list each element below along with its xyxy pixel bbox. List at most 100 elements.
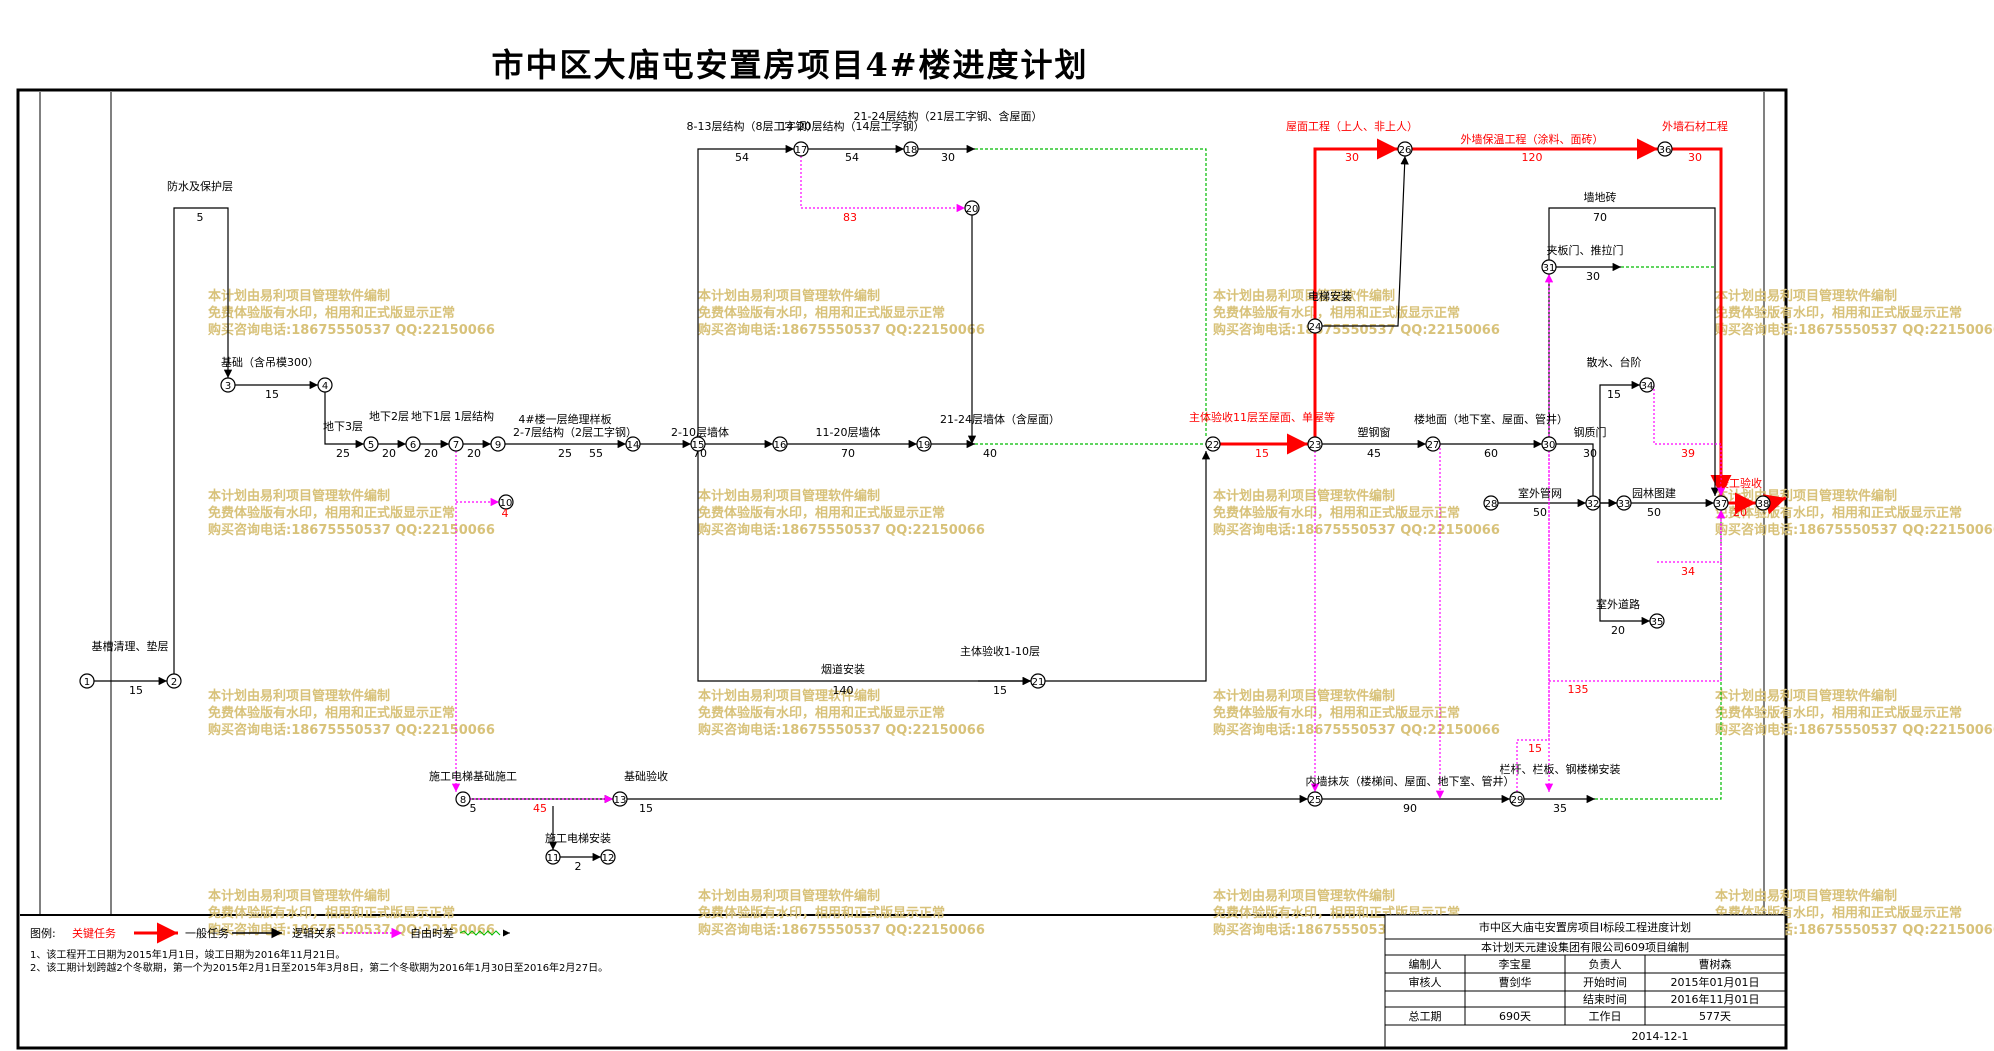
node-32: 32 [1585, 495, 1601, 511]
watermark-text: 本计划由易利项目管理软件编制 [698, 688, 880, 704]
node-circle [1755, 495, 1771, 511]
node-31: 31 [1541, 259, 1557, 275]
node-circle [1657, 141, 1673, 157]
watermark-text: 免费体验版有水印，相用和正式版显示正常 [208, 305, 455, 321]
node-20: 20 [964, 200, 980, 216]
watermark-text: 免费体验版有水印，相用和正式版显示正常 [698, 305, 945, 321]
watermark-text: 本计划由易利项目管理软件编制 [1715, 288, 1897, 304]
node-number: 5 [368, 440, 374, 451]
task-name: 主体验收1-10层 [960, 644, 1040, 658]
node-circle [1307, 318, 1323, 334]
node-number: 10 [500, 498, 513, 509]
normal-arrow-1 [173, 207, 233, 674]
task-duration: 30 [941, 151, 955, 164]
normal-arrow-3 [324, 392, 364, 449]
node-10: 10 [498, 494, 514, 510]
task-name: 地下3层 [323, 420, 363, 433]
task-name: 塑钢窗 [1358, 425, 1391, 439]
note-1: 1、该工程开工日期为2015年1月1日，竣工日期为2016年11月21日。 [30, 948, 345, 961]
task-duration: 20 [1733, 506, 1747, 519]
node-19: 19 [916, 436, 932, 452]
node-number: 20 [966, 204, 979, 215]
node-17: 17 [793, 141, 809, 157]
node-number: 34 [1641, 381, 1654, 392]
node-30: 30 [1541, 436, 1557, 452]
task-duration: 55 [589, 447, 603, 460]
watermark-text: 购买咨询电话:18675550537 QQ:22150066 [698, 522, 985, 538]
node-37: 37 [1713, 495, 1729, 511]
task-name: 1层结构 [454, 409, 494, 423]
task-name: 墙地砖 [1584, 190, 1617, 204]
normal-arrow-18 [697, 451, 1031, 686]
node-number: 3 [225, 381, 231, 392]
tb-r1-c1: 曹剑华 [1499, 975, 1532, 989]
critical-arrow-22 [1313, 138, 1398, 437]
task-name: 园林图建 [1632, 486, 1676, 500]
task-name: 基础验收 [624, 769, 668, 783]
free-float-days: 39 [1681, 447, 1695, 460]
node-circle [1713, 495, 1729, 511]
task-name: 21-24层结构（21层工字钢、含屋面） [854, 109, 1043, 123]
task-name: 地下2层 [369, 410, 409, 423]
title-block-compiler: 本计划天元建设集团有限公司609项目编制 [1481, 940, 1689, 954]
node-33: 33 [1616, 495, 1632, 511]
task-duration: 20 [424, 447, 438, 460]
task-duration: 20 [1611, 624, 1625, 637]
task-name: 夹板门、推拉门 [1547, 243, 1624, 257]
node-circle [1616, 495, 1632, 511]
logic-arrow-53 [1516, 274, 1554, 792]
task-name: 电梯安装 [1308, 289, 1352, 303]
tb-r1-c3: 2015年01月01日 [1671, 975, 1760, 989]
task-name: 防水及保护层 [167, 179, 233, 193]
tb-r3-c3: 577天 [1699, 1010, 1731, 1023]
watermark-text: 本计划由易利项目管理软件编制 [698, 888, 880, 904]
node-number: 18 [905, 145, 918, 156]
task-duration: 15 [265, 388, 279, 401]
node-34: 34 [1639, 377, 1655, 393]
watermark-text: 本计划由易利项目管理软件编制 [208, 688, 390, 704]
node-16: 16 [772, 436, 788, 452]
task-name: 屋面工程（上人、非上人） [1286, 120, 1418, 133]
normal-arrow-27 [1322, 155, 1409, 327]
node-circle [363, 436, 379, 452]
watermark-text: 本计划由易利项目管理软件编制 [1213, 488, 1395, 504]
notes: 1、该工程开工日期为2015年1月1日，竣工日期为2016年11月21日。 2、… [30, 948, 608, 974]
task-name: 11-20层墙体 [816, 425, 881, 439]
node-circle [1397, 141, 1413, 157]
logic-arrow-54 [1653, 385, 1726, 496]
task-duration: 30 [1583, 447, 1597, 460]
node-circle [1205, 436, 1221, 452]
task-name: 2-7层结构（2层工字钢） [513, 425, 637, 439]
node-circle [1649, 613, 1665, 629]
node-38: 38 [1755, 495, 1771, 511]
tb-r3-c1: 690天 [1499, 1010, 1531, 1023]
node-circle [1307, 791, 1323, 807]
node-circle [498, 494, 514, 510]
watermark-text: 本计划由易利项目管理软件编制 [208, 888, 390, 904]
node-circle [600, 849, 616, 865]
watermark-text: 购买咨询电话:18675550537 QQ:22150066 [1715, 322, 1994, 338]
node-number: 19 [918, 440, 931, 451]
diagram-frame [16, 88, 1788, 1050]
node-circle [612, 791, 628, 807]
node-number: 13 [614, 795, 627, 806]
node-circle [1483, 495, 1499, 511]
task-duration: 60 [1484, 447, 1498, 460]
task-duration: 20 [382, 447, 396, 460]
node-circle [1541, 436, 1557, 452]
task-duration: 90 [1403, 802, 1417, 815]
node-number: 35 [1651, 617, 1664, 628]
tb-r3-c2: 工作日 [1589, 1010, 1622, 1023]
node-circle [625, 436, 641, 452]
node-35: 35 [1649, 613, 1665, 629]
watermark-text: 免费体验版有水印，相用和正式版显示正常 [1715, 505, 1962, 521]
node-23: 23 [1307, 436, 1323, 452]
normal-arrow-38 [1599, 503, 1650, 626]
node-circle [793, 141, 809, 157]
node-circle [455, 791, 471, 807]
legend-normal-label: 一般任务 [185, 927, 229, 940]
node-number: 2 [171, 677, 177, 688]
task-name: 施工电梯基础施工 [429, 770, 517, 783]
watermark-text: 购买咨询电话:18675550537 QQ:22150066 [208, 522, 495, 538]
